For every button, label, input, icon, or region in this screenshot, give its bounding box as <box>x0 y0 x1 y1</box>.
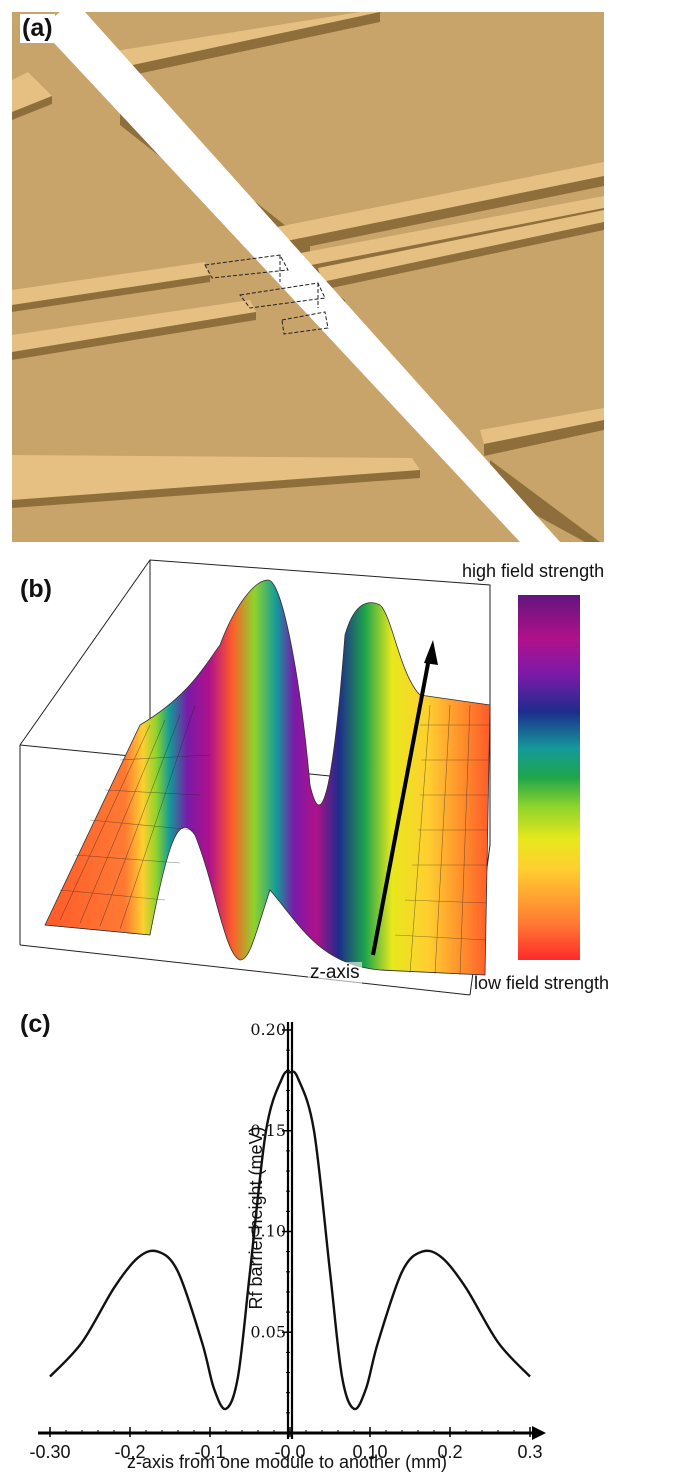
y-axis-title: Rf barrier height (meV) <box>246 1126 266 1309</box>
z-axis-label: z-axis <box>308 962 362 984</box>
panel-b-label: (b) <box>20 575 52 603</box>
x-axis-arrowhead <box>532 1426 546 1440</box>
right-slab-lower <box>480 408 604 542</box>
field-surface-plot <box>19 559 580 996</box>
x-tick-label: -0.30 <box>29 1442 70 1462</box>
legend-low-label: low field strength <box>474 973 610 993</box>
series-line <box>49 1070 531 1411</box>
panel-c-barrier-chart: -0.30 -0.2 -0.1 -0.0 0.10 0.2 0.3 0.05 0.10 0.15 0… <box>0 1000 675 1482</box>
panel-c-label: (c) <box>20 1010 51 1038</box>
panel-a-electrode-rendering: (a) <box>0 0 675 545</box>
x-tick-label: 0.10 <box>352 1442 387 1462</box>
x-tick-label: 0.3 <box>517 1442 542 1462</box>
panel-a-label: (a) <box>20 14 55 43</box>
barrier-height-chart: -0.30 -0.2 -0.1 -0.0 0.10 0.2 0.3 0.05 0.10 0.15 0… <box>29 1020 546 1472</box>
x-axis-title: z-axis from one module to another (mm) <box>127 1452 447 1472</box>
y-tick-label: 0.15 <box>250 1121 286 1140</box>
chart-ticks: -0.30 -0.2 -0.1 -0.0 0.10 0.2 0.3 0.05 0.10 0.15 0… <box>29 1020 542 1462</box>
x-tick-label: -0.1 <box>194 1442 225 1462</box>
z-axis-arrow <box>371 640 438 956</box>
x-tick-label: -0.2 <box>114 1442 145 1462</box>
chart-axes <box>38 1022 546 1440</box>
dashed-outline <box>204 254 329 335</box>
central-gap <box>40 12 560 542</box>
color-scale-bar <box>518 595 580 960</box>
y-tick-label: 0.05 <box>250 1322 286 1341</box>
legend-high-label: high field strength <box>462 561 605 581</box>
y-tick-label: 0.20 <box>250 1020 286 1039</box>
right-slab-middle <box>318 210 604 440</box>
left-slabs <box>12 72 470 542</box>
electrode-array-drawing <box>0 0 675 545</box>
x-tick-label: -0.0 <box>274 1442 305 1462</box>
x-tick-label: 0.2 <box>437 1442 462 1462</box>
field-surface <box>44 579 491 976</box>
y-tick-label: 0.10 <box>250 1222 286 1241</box>
panel-b-field-surface: (b) high field strength low field streng… <box>0 545 675 1000</box>
